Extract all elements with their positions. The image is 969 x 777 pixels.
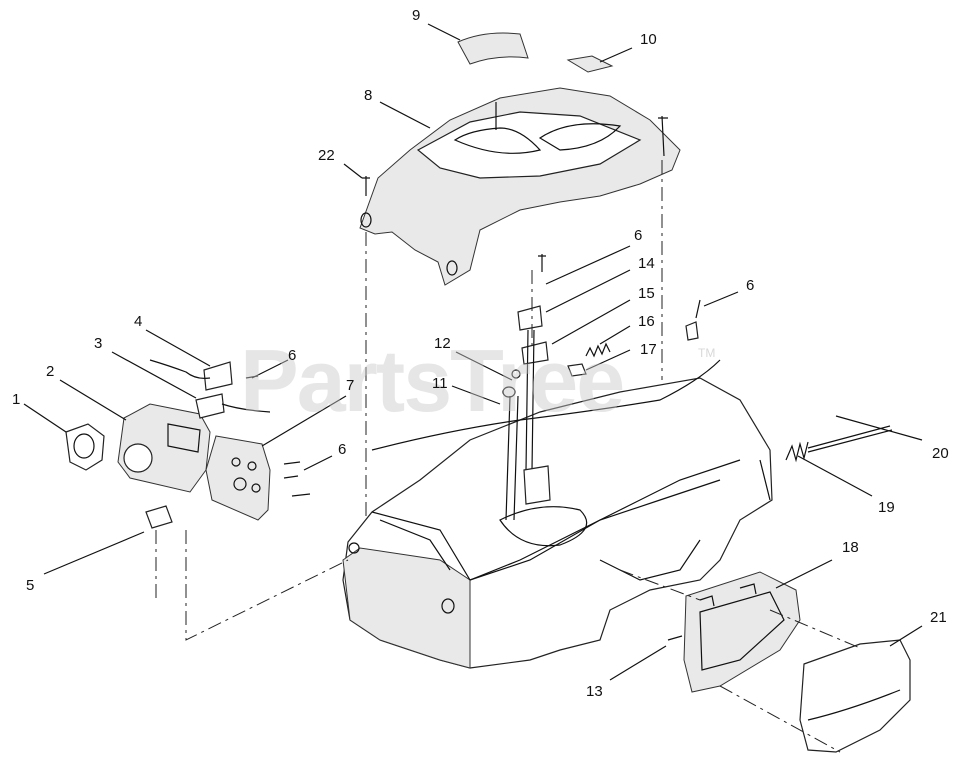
part-21-cover <box>799 639 911 753</box>
callout-12: 12 <box>434 335 451 352</box>
part-18-rear-panel <box>683 571 801 693</box>
part-13-screw <box>667 635 683 641</box>
part-10-badge <box>566 55 614 73</box>
callout-2: 2 <box>46 363 55 380</box>
part-9-cover <box>457 32 529 65</box>
callout-11: 11 <box>432 375 448 392</box>
part-7-panel <box>205 435 271 521</box>
part-22-screw <box>362 176 370 196</box>
watermark: PartsTree <box>240 331 625 430</box>
part-17-pin <box>567 363 587 377</box>
align-rear-2 <box>769 609 861 649</box>
callout-5: 5 <box>26 577 35 594</box>
callout-8: 8 <box>364 87 373 104</box>
callout-6-b: 6 <box>338 441 347 458</box>
callout-14: 14 <box>638 255 655 272</box>
callout-21: 21 <box>930 609 947 626</box>
callout-4: 4 <box>134 313 143 330</box>
lever-assembly <box>502 254 551 521</box>
part-8-hood <box>359 87 681 286</box>
screw-left-4 <box>291 493 311 497</box>
right-screw <box>695 299 701 319</box>
callout-3: 3 <box>94 335 103 352</box>
part-16-spring <box>585 342 611 358</box>
callout-19: 19 <box>878 499 895 516</box>
screw-left-2 <box>283 461 301 465</box>
callout-9: 9 <box>412 7 421 24</box>
callout-13: 13 <box>586 683 603 700</box>
part-5-switch <box>145 505 173 529</box>
part-2-console <box>117 403 211 493</box>
cable <box>371 359 721 451</box>
main-body <box>342 377 773 669</box>
callout-7: 7 <box>346 377 355 394</box>
screw-left-3 <box>283 475 299 479</box>
callout-10: 10 <box>640 31 657 48</box>
callout-15: 15 <box>638 285 655 302</box>
watermark-trademark: TM <box>698 346 716 360</box>
callout-1: 1 <box>12 391 21 408</box>
callout-6-a: 6 <box>288 347 297 364</box>
align-rear-3 <box>719 685 841 753</box>
callout-20: 20 <box>932 445 949 462</box>
part-20-rod <box>807 425 893 453</box>
callout-16: 16 <box>638 313 655 330</box>
callout-22: 22 <box>318 147 335 164</box>
callout-17: 17 <box>640 341 657 358</box>
callout-18: 18 <box>842 539 859 556</box>
screw-top-right <box>658 115 668 157</box>
callout-6-d: 6 <box>746 277 755 294</box>
leader-lines <box>23 23 923 681</box>
part-3-4-switch <box>149 359 271 419</box>
right-clip <box>685 321 699 341</box>
callout-6-c: 6 <box>634 227 643 244</box>
align-console <box>185 530 349 641</box>
part-19-spring <box>785 441 809 463</box>
part-1-bezel <box>65 423 105 471</box>
